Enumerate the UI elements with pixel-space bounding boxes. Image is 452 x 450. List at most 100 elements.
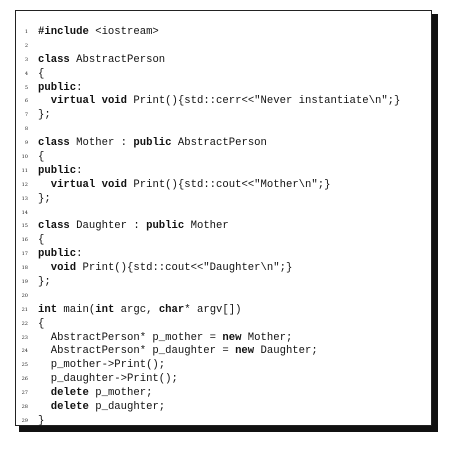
- code-keyword: void: [101, 178, 128, 191]
- code-line: public:: [38, 82, 400, 96]
- code-text: * argv[]): [184, 303, 242, 316]
- line-number: 5: [24, 84, 28, 91]
- line-number: 25: [21, 362, 28, 369]
- code-line: [38, 123, 400, 137]
- code-line: }: [38, 415, 400, 429]
- line-number: 18: [21, 265, 28, 272]
- line-number: 9: [24, 140, 28, 147]
- code-line: {: [38, 318, 400, 332]
- code-line: p_daughter->Print();: [38, 373, 400, 387]
- code-keyword: public: [38, 81, 77, 94]
- code-keyword: new: [222, 331, 242, 344]
- line-number: 29: [21, 417, 28, 424]
- line-number: 4: [24, 70, 28, 77]
- code-body: #include <iostream>class AbstractPerson{…: [38, 26, 400, 429]
- code-text: [38, 387, 51, 399]
- code-text: p_mother;: [88, 387, 153, 400]
- code-text: Print(){std::cout<<"Daughter\n";}: [76, 262, 293, 275]
- line-number: 7: [24, 112, 28, 119]
- code-text: p_daughter;: [88, 401, 166, 414]
- code-text: };: [38, 276, 51, 289]
- line-number: 12: [21, 181, 28, 188]
- code-text: {: [38, 67, 45, 80]
- code-line: delete p_mother;: [38, 387, 400, 401]
- code-line: {: [38, 68, 400, 82]
- code-keyword: public: [38, 248, 77, 261]
- line-number: 10: [21, 154, 28, 161]
- code-line: AbstractPerson* p_mother = new Mother;: [38, 332, 400, 346]
- line-number: 24: [21, 348, 28, 355]
- code-keyword: delete: [50, 401, 89, 414]
- code-line: #include <iostream>: [38, 26, 400, 40]
- code-line: };: [38, 193, 400, 207]
- line-number: 13: [21, 195, 28, 202]
- code-text: Mother;: [241, 331, 293, 344]
- code-keyword: #include: [38, 26, 89, 38]
- code-line: class Daughter : public Mother: [38, 220, 400, 234]
- code-keyword: public: [146, 220, 185, 233]
- line-number: 26: [21, 376, 28, 383]
- line-number: 20: [21, 292, 28, 299]
- code-text: AbstractPerson* p_daughter =: [38, 345, 236, 358]
- line-number: 23: [21, 334, 28, 341]
- code-text: AbstractPerson: [69, 53, 166, 66]
- code-text: argc,: [114, 303, 159, 316]
- line-number: 15: [21, 223, 28, 230]
- code-text: AbstractPerson* p_mother =: [38, 331, 223, 344]
- code-line: virtual void Print(){std::cerr<<"Never i…: [38, 95, 401, 109]
- code-line: };: [38, 276, 400, 290]
- code-line: class Mother : public AbstractPerson: [38, 137, 400, 151]
- code-keyword: delete: [50, 387, 89, 400]
- code-text: p_daughter->Print();: [38, 373, 178, 386]
- code-line: p_mother->Print();: [38, 359, 400, 373]
- code-keyword: class: [38, 137, 70, 150]
- code-keyword: new: [235, 345, 255, 358]
- code-text: Mother: [184, 220, 229, 233]
- code-text: AbstractPerson: [171, 137, 267, 150]
- code-line: [38, 207, 400, 221]
- code-text: };: [38, 109, 51, 122]
- code-keyword: public: [38, 164, 77, 177]
- code-text: };: [38, 192, 51, 205]
- code-text: :: [76, 248, 83, 261]
- code-text: [38, 262, 51, 274]
- code-line: int main(int argc, char* argv[]): [38, 304, 400, 318]
- code-line: {: [38, 234, 400, 248]
- line-number: 28: [21, 404, 28, 411]
- code-text: {: [38, 234, 45, 247]
- code-keyword: int: [95, 303, 115, 316]
- line-number: 11: [21, 167, 28, 174]
- code-text: p_mother->Print();: [38, 359, 166, 372]
- code-text: main(: [57, 303, 96, 316]
- code-text: [38, 401, 51, 413]
- code-keyword: public: [133, 137, 172, 150]
- code-keyword: int: [38, 303, 58, 316]
- code-text: <iostream>: [88, 26, 159, 38]
- code-text: :: [76, 164, 83, 177]
- code-line: };: [38, 109, 400, 123]
- code-text: Daughter :: [69, 220, 147, 233]
- code-keyword: char: [158, 303, 185, 316]
- code-keyword: void: [50, 262, 77, 275]
- line-number: 21: [21, 306, 28, 313]
- code-line: [38, 40, 400, 54]
- code-text: [38, 179, 51, 191]
- code-keyword: void: [101, 95, 128, 108]
- code-line: class AbstractPerson: [38, 54, 400, 68]
- code-line: {: [38, 151, 400, 165]
- code-line: delete p_daughter;: [38, 401, 400, 415]
- line-number: 1: [24, 29, 28, 35]
- line-number: 22: [21, 320, 28, 327]
- line-number: 16: [21, 237, 28, 244]
- code-text: }: [38, 414, 45, 427]
- code-keyword: virtual: [50, 95, 96, 108]
- code-text: Print(){std::cout<<"Mother\n";}: [127, 178, 331, 191]
- code-text: :: [76, 81, 83, 94]
- line-number: 6: [24, 98, 28, 105]
- code-text: {: [38, 151, 45, 164]
- line-number: 27: [21, 390, 28, 397]
- code-keyword: class: [38, 53, 70, 66]
- code-keyword: virtual: [50, 178, 96, 191]
